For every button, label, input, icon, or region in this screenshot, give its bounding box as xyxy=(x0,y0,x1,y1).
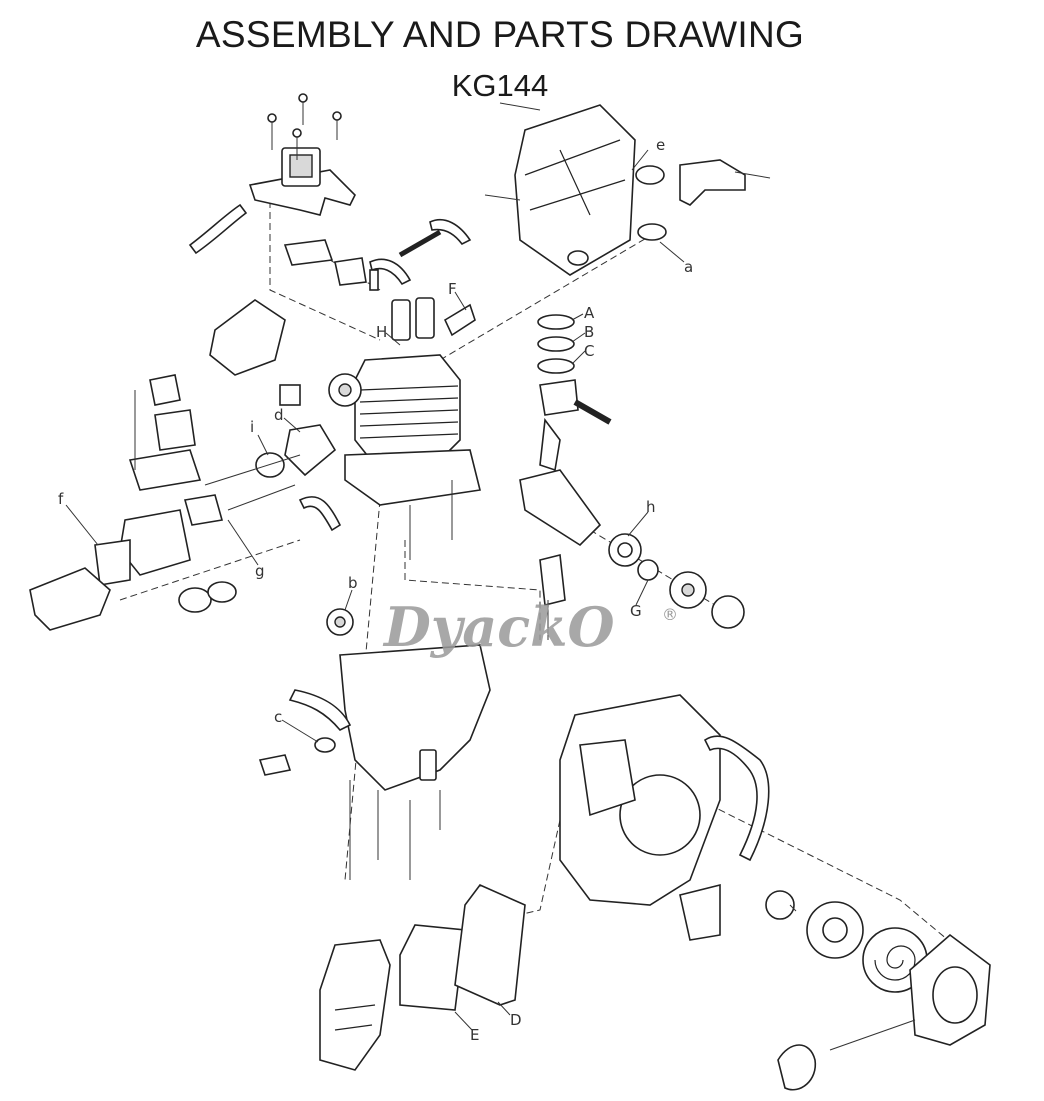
watermark-text: DyackO xyxy=(382,595,615,659)
callout-labels: a b c d e f g h i A B C D E F G H xyxy=(58,136,693,1044)
callout-c: c xyxy=(274,708,282,726)
callout-e: e xyxy=(656,136,665,154)
air-filter xyxy=(319,884,526,1071)
callout-leaders xyxy=(65,149,797,1031)
watermark-registered-mark: ® xyxy=(662,605,678,624)
fan-housing xyxy=(559,694,770,941)
callout-d: d xyxy=(274,406,284,424)
callout-D: D xyxy=(510,1011,522,1029)
callout-a: a xyxy=(684,258,693,276)
callout-C: C xyxy=(584,342,594,360)
rocker-arms xyxy=(369,218,472,291)
callout-h: h xyxy=(646,498,656,516)
callout-B: B xyxy=(584,323,594,341)
muffler xyxy=(484,102,771,276)
callout-E: E xyxy=(470,1026,479,1044)
crankcase xyxy=(258,608,491,880)
callout-G: G xyxy=(630,602,642,620)
watermark: DyackO ® xyxy=(382,595,678,659)
piston-crank-assembly xyxy=(519,314,745,640)
page-title: ASSEMBLY AND PARTS DRAWING xyxy=(195,14,805,55)
cylinder-block xyxy=(209,297,481,560)
model-number: KG144 xyxy=(451,68,549,103)
callout-A: A xyxy=(584,304,595,322)
callout-g: g xyxy=(255,562,265,580)
top-bracket-assembly xyxy=(188,93,367,286)
callout-i: i xyxy=(250,418,254,436)
callout-f: f xyxy=(58,490,64,508)
callout-H: H xyxy=(376,323,387,341)
recoil-starter xyxy=(765,890,991,1091)
assembly-guide-lines xyxy=(119,190,961,951)
callout-b: b xyxy=(348,574,358,592)
callout-F: F xyxy=(448,280,457,298)
carburetor-intake xyxy=(29,374,301,631)
